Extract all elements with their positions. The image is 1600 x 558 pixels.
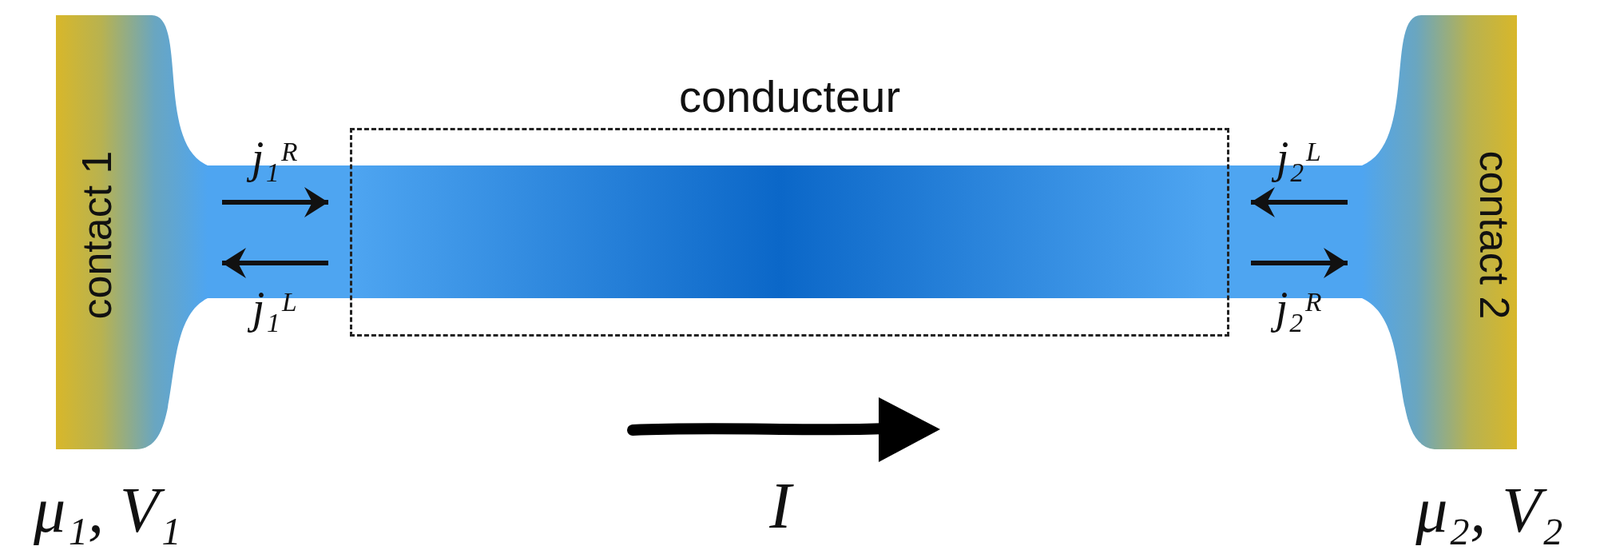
wire-bar [191,165,1374,298]
contact-potential: μ₂, V₂ [1415,477,1564,542]
current-arrow [1250,199,1348,205]
contact-pad: contact 1 [55,15,208,449]
current-arrow [222,260,329,266]
conductor-bar [351,165,1209,298]
contact-pad: contact 2 [1361,15,1517,449]
current-arrow [1250,260,1348,266]
flux-label: j₁ᴸ [252,285,298,330]
flux-label: j₁ᴿ [251,134,299,180]
current-arrow [632,397,941,462]
flux-label: j₂ᴸ [1276,134,1323,180]
current-symbol: I [769,472,791,539]
box-title: conducteur [678,70,901,123]
conductor-box: conducteur [349,127,1230,337]
flux-label: j₂ᴿ [1275,285,1323,330]
contact-label: contact 2 [1470,150,1519,319]
contact-potential: μ₁, V₁ [33,477,182,542]
contact-label: contact 1 [72,150,121,319]
current-arrow [222,199,329,205]
contact-outline [55,15,208,449]
